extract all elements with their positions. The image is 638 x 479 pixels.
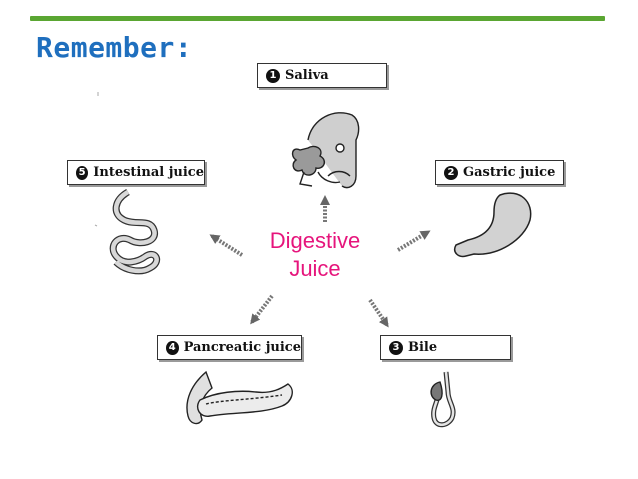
label-text: Bile xyxy=(408,340,438,355)
center-label-line1: Digestive xyxy=(269,228,361,253)
center-label-line2: Juice xyxy=(289,256,341,281)
center-label: Digestive Juice xyxy=(250,227,380,283)
label-text: Saliva xyxy=(285,68,329,83)
label-saliva: 1 Saliva xyxy=(257,63,387,88)
label-bile: 3 Bile xyxy=(380,335,511,360)
number-badge: 5 xyxy=(76,165,89,180)
number-badge: 2 xyxy=(444,165,458,180)
number-badge: 3 xyxy=(389,340,403,355)
stray-mark xyxy=(94,224,98,227)
arrow-to-pancreatic xyxy=(250,294,274,325)
number-badge: 4 xyxy=(166,340,179,355)
salivary-glands-icon xyxy=(291,112,360,189)
label-text: Intestinal juice xyxy=(93,165,204,180)
slide-title: Remember: xyxy=(36,31,193,64)
stomach-icon xyxy=(454,192,532,258)
label-text: Pancreatic juice xyxy=(183,340,301,355)
arrow-to-bile xyxy=(368,298,389,328)
arrow-to-gastric xyxy=(396,230,431,252)
arrow-to-intestinal xyxy=(209,234,244,257)
pancreas-icon xyxy=(186,370,293,425)
number-badge: 1 xyxy=(266,68,280,83)
label-pancreatic-juice: 4 Pancreatic juice xyxy=(157,335,302,360)
gallbladder-icon xyxy=(430,371,456,428)
intestine-icon xyxy=(109,188,161,275)
top-accent-bar xyxy=(30,16,605,21)
label-gastric-juice: 2 Gastric juice xyxy=(435,160,564,185)
label-text: Gastric juice xyxy=(463,165,556,180)
label-intestinal-juice: 5 Intestinal juice xyxy=(67,160,205,185)
